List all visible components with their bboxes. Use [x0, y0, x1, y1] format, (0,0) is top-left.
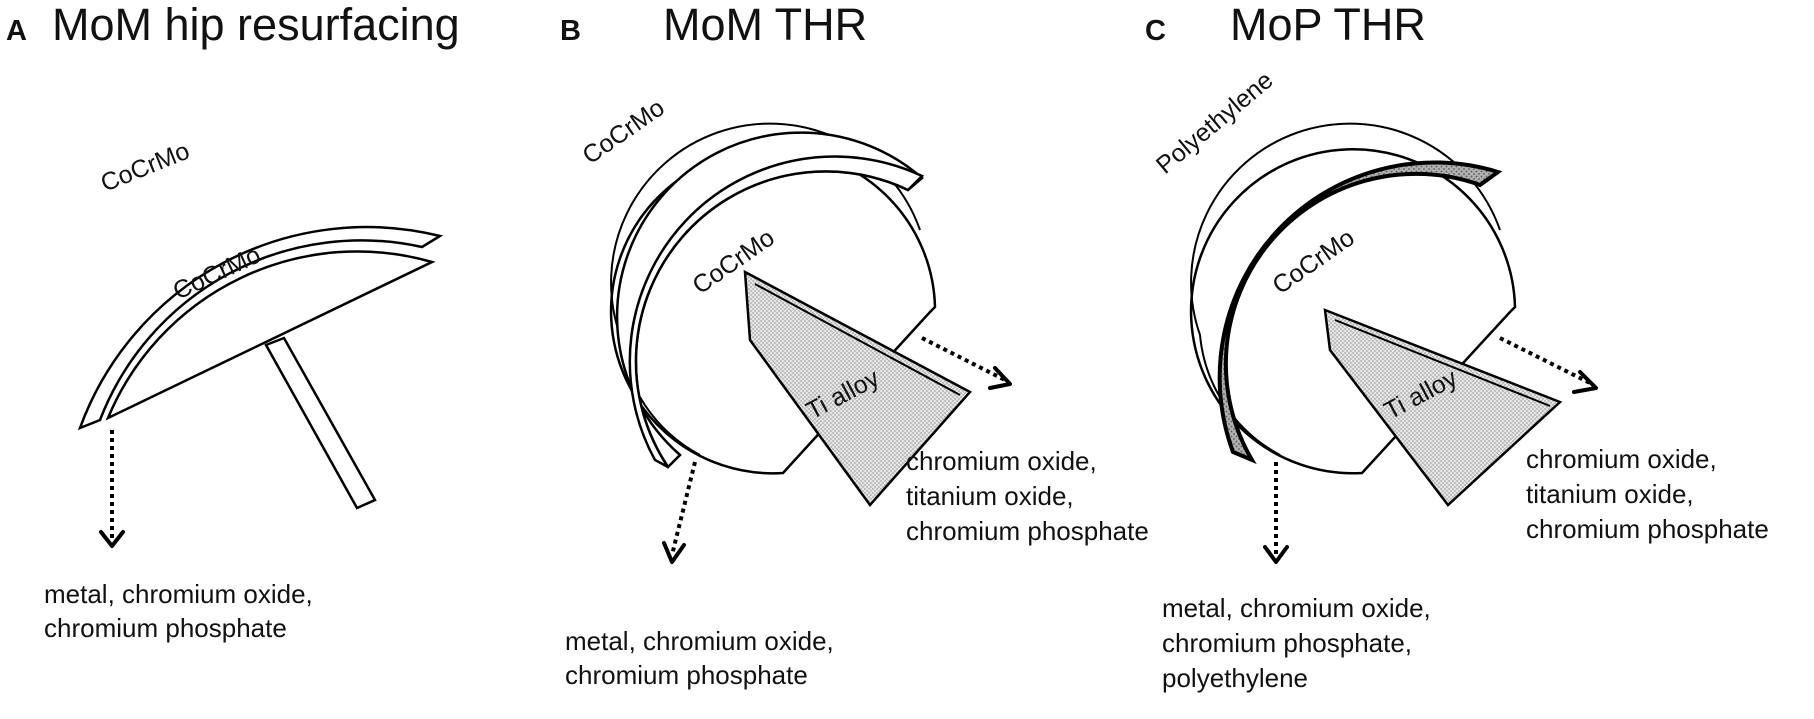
panel-a-debris-line-2: chromium phosphate — [44, 613, 287, 643]
panel-a: A MoM hip resurfacing CoCrMo CoCrMo meta… — [6, 0, 460, 643]
panel-b-title: MoM THR — [663, 0, 867, 50]
panel-b-femoral-stem — [743, 269, 972, 507]
panel-a-acetabular-cup — [77, 225, 444, 431]
panel-c-cup-debris-line-3: polyethylene — [1162, 663, 1308, 693]
panel-a-arrowhead — [99, 530, 125, 548]
panel-b-stem-debris-line-2: titanium oxide, — [906, 481, 1074, 511]
panel-b-cup-debris-arrow — [670, 461, 697, 556]
panel-b-cup-arrowhead — [662, 541, 686, 564]
panel-c-cup-label: Polyethylene — [1151, 66, 1279, 179]
panel-b-cup-debris-line-2: chromium phosphate — [565, 660, 808, 690]
panel-a-femoral-stem — [264, 336, 377, 510]
panel-b-stem-arrowhead — [988, 366, 1012, 390]
panel-b-stem-debris-line-1: chromium oxide, — [906, 446, 1097, 476]
panel-c-liner-inner-edge — [1224, 172, 1481, 461]
panel-c-stem-debris-line-1: chromium oxide, — [1526, 444, 1717, 474]
panel-c-head-surface — [1190, 122, 1501, 456]
panel-c-cup-arrowhead — [1263, 545, 1289, 564]
panel-b-cup-debris-line-1: metal, chromium oxide, — [565, 626, 834, 656]
panel-b-cup-label: CoCrMo — [577, 94, 669, 170]
panel-c-cup-debris-line-1: metal, chromium oxide, — [1162, 593, 1431, 623]
panel-a-title: MoM hip resurfacing — [52, 0, 460, 50]
panel-a-femoral-head — [105, 250, 436, 421]
panel-a-letter: A — [6, 15, 27, 47]
panel-b-letter: B — [560, 15, 581, 47]
panel-c: C MoP THR Polyethylene CoCrMo Ti alloy m… — [1145, 0, 1769, 693]
panel-a-cup-label: CoCrMo — [97, 137, 194, 198]
panel-c-stem-debris-arrow — [1499, 336, 1591, 385]
panel-b-cup-shell — [628, 155, 925, 469]
panel-c-cup-debris-line-2: chromium phosphate, — [1162, 628, 1412, 658]
panel-c-stem-debris-line-2: titanium oxide, — [1526, 479, 1694, 509]
panel-b: B MoM THR CoCrMo CoCrMo Ti alloy metal, … — [560, 0, 1149, 690]
panel-c-femoral-stem — [1323, 308, 1563, 507]
panel-c-letter: C — [1145, 15, 1166, 47]
panel-b-stem-edge — [754, 283, 961, 396]
panel-a-debris-line-1: metal, chromium oxide, — [44, 579, 313, 609]
panel-c-stem-debris-line-3: chromium phosphate — [1526, 514, 1769, 544]
panel-c-title: MoP THR — [1230, 0, 1426, 50]
panel-c-stem-arrowhead — [1572, 370, 1598, 394]
panel-b-stem-debris-line-3: chromium phosphate — [906, 516, 1149, 546]
panel-c-stem-edge — [1334, 319, 1551, 407]
